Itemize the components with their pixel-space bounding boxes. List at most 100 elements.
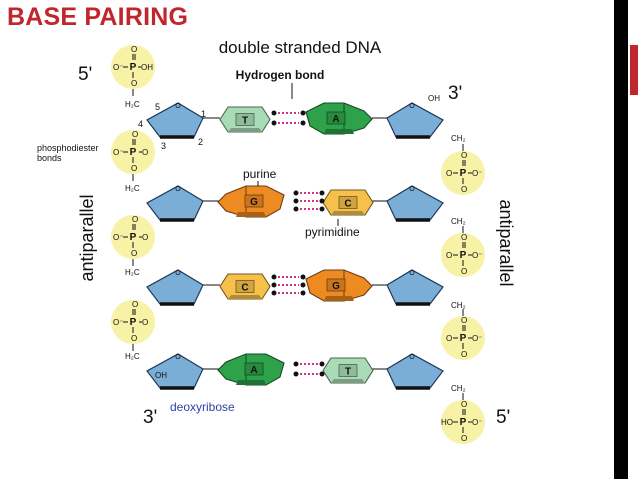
- oxygen-ion: O⁻: [472, 418, 482, 427]
- pyrimidine-label: pyrimidine: [305, 225, 360, 239]
- base-letter: G: [250, 197, 258, 208]
- base-letter: A: [332, 114, 339, 125]
- methylene-label: CH₂: [451, 384, 466, 393]
- sugar-ring: [386, 102, 444, 138]
- oxygen-atom: O: [131, 45, 137, 54]
- purine-label: purine: [243, 167, 277, 181]
- phosphate-circle: [111, 45, 155, 89]
- right-edge-black-bar: [614, 0, 628, 479]
- methylene-label: H₂C: [125, 268, 140, 277]
- hydrogen-bonds: [293, 190, 325, 212]
- ring-oxygen: O: [175, 103, 181, 110]
- deoxyribose-sugar: O: [146, 102, 204, 139]
- hbond-atom: [271, 110, 277, 116]
- phosphate-circle: [441, 316, 485, 360]
- ring-oxygen: O: [175, 270, 181, 277]
- diagram-heading: double stranded DNA: [219, 38, 382, 57]
- oxygen-atom: O: [131, 334, 137, 343]
- hbond-atom: [319, 198, 325, 204]
- hydroxyl-group: OH: [155, 371, 167, 380]
- oxygen-atom: O: [446, 334, 452, 343]
- hbond-atom: [319, 361, 325, 367]
- oxygen-ion: O⁻: [472, 334, 482, 343]
- hydroxyl-group: HO: [441, 418, 453, 427]
- base-letter: G: [332, 281, 340, 292]
- pyrimidine-base: C: [219, 273, 271, 300]
- oxygen-atom: O: [461, 151, 467, 160]
- hbond-atom: [319, 371, 325, 377]
- hbond-atom: [271, 282, 277, 288]
- ring-oxygen: O: [409, 103, 415, 110]
- carbon-number: 1: [201, 109, 206, 119]
- three-prime-label: 3': [143, 407, 157, 428]
- base-shadow: [324, 129, 354, 134]
- pyrimidine-base: C: [322, 189, 374, 216]
- base-letter-box: [338, 364, 358, 377]
- phosphorus-atom: P: [130, 317, 137, 328]
- hbond-atom: [293, 198, 299, 204]
- carbon-number: 5: [155, 102, 160, 112]
- base-letter-box: [326, 111, 346, 125]
- pyrimidine-base: T: [219, 106, 271, 133]
- purine-base: G: [217, 185, 285, 218]
- ring-oxygen: O: [175, 186, 181, 193]
- hydrogen-bonds: [271, 110, 306, 126]
- purine-base: A: [217, 353, 285, 386]
- five-prime-label: 5': [78, 64, 92, 85]
- right-edge-red-accent: [630, 45, 638, 95]
- base-shadow: [324, 296, 354, 301]
- hydroxyl-group: OH: [428, 94, 440, 103]
- phosphate-circle: [111, 215, 155, 259]
- hydrogen-bonds: [293, 361, 325, 377]
- hbond-atom: [300, 110, 306, 116]
- oxygen-atom: O: [461, 316, 467, 325]
- hbond-atom: [319, 190, 325, 196]
- five-prime-label: 5': [496, 407, 510, 428]
- methylene-label: CH₂: [451, 301, 466, 310]
- methylene-label: H₂C: [125, 352, 140, 361]
- oxygen-atom: O: [461, 400, 467, 409]
- phosphorus-atom: P: [130, 147, 137, 158]
- phosphate-circle: [441, 400, 485, 444]
- deoxyribose-sugar: O: [386, 269, 444, 306]
- oxygen-atom: O: [131, 164, 137, 173]
- base-shadow: [236, 380, 266, 385]
- deoxyribose-sugar: O: [146, 185, 204, 222]
- base-shadow: [228, 295, 262, 299]
- hbond-atom: [271, 120, 277, 126]
- oxygen-atom: O: [461, 434, 467, 443]
- hbond-atom: [293, 190, 299, 196]
- deoxyribose-sugar: O: [146, 269, 204, 306]
- base-letter-box: [235, 113, 255, 126]
- oxygen-atom: O: [446, 251, 452, 260]
- oxygen-ion: O⁻: [113, 233, 123, 242]
- ring-oxygen: O: [409, 186, 415, 193]
- hbond-atom: [271, 274, 277, 280]
- oxygen-atom: O: [132, 130, 138, 139]
- base-letter: C: [241, 283, 248, 294]
- phosphorus-atom: P: [460, 250, 467, 261]
- base-shadow: [228, 128, 262, 132]
- deoxyribose-sugar: O: [386, 185, 444, 222]
- oxygen-ion: O⁻: [113, 63, 123, 72]
- hbond-atom: [300, 290, 306, 296]
- phosphorus-atom: P: [130, 232, 137, 243]
- hbond-atom: [293, 371, 299, 377]
- oxygen-atom: O: [131, 249, 137, 258]
- ring-oxygen: O: [409, 270, 415, 277]
- phosphorus-atom: P: [130, 62, 137, 73]
- carbon-number: 4: [138, 119, 143, 129]
- base-letter: C: [344, 199, 351, 210]
- antiparallel-label-right: antiparallel: [496, 199, 516, 286]
- oxygen-atom: O: [461, 267, 467, 276]
- carbon-number: 3: [161, 141, 166, 151]
- deoxyribose-sugar: O: [146, 353, 204, 390]
- base-shadow: [331, 211, 365, 215]
- phosphate-circle: [111, 130, 155, 174]
- hydrogen-bond-label: Hydrogen bond: [236, 68, 325, 82]
